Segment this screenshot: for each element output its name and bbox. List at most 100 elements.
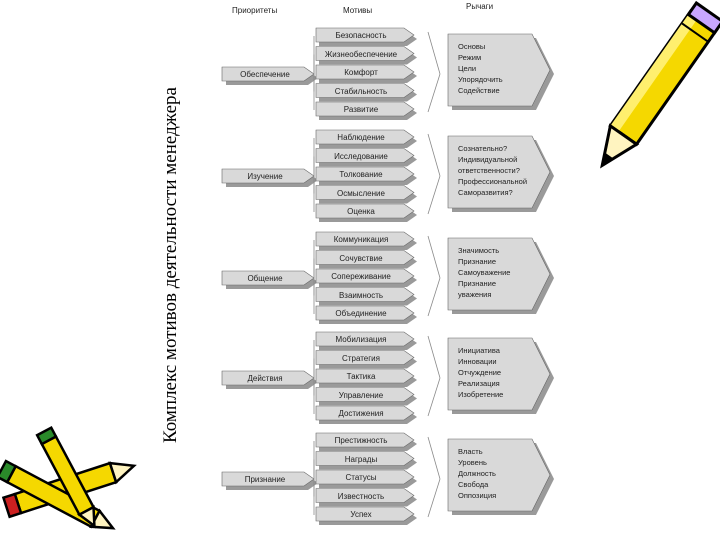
lever-label: Саморазвития?: [458, 188, 513, 197]
lever-label: Уровень: [458, 458, 487, 467]
motive-label: Толкование: [339, 170, 383, 179]
motive-label: Жизнеобеспечение: [324, 49, 398, 59]
lever-label: уважения: [458, 290, 492, 299]
priority-arrow: [221, 471, 315, 487]
motive-label: Стратегия: [342, 353, 380, 363]
brace-line: [427, 31, 441, 75]
lever-label: Сознательно?: [458, 144, 508, 153]
pencils-icon: [0, 425, 137, 530]
priority-arrow: [221, 66, 315, 82]
priority-label: Общение: [247, 274, 283, 283]
motive-box: [315, 129, 415, 145]
lever-label: Режим: [458, 53, 482, 62]
brace-line: [427, 478, 441, 518]
motive-label: Комфорт: [344, 68, 378, 77]
lever-label: Отчуждение: [458, 368, 502, 377]
levers-box: [447, 237, 551, 311]
motive-box: [315, 250, 415, 265]
motive-label: Сопереживание: [331, 272, 391, 281]
lever-label: Инициатива: [458, 346, 500, 355]
motive-label: Взаимность: [338, 290, 384, 300]
motive-label: Награды: [344, 454, 378, 464]
priority-arrow: [221, 270, 315, 286]
motive-label: Статусы: [345, 473, 377, 482]
lever-label: Упорядочить: [458, 75, 503, 84]
motive-box: [315, 83, 415, 98]
motive-label: Наблюдение: [337, 133, 385, 142]
lever-label: Должность: [458, 469, 496, 478]
brace-line: [427, 235, 441, 279]
motive-label: Коммуникация: [333, 235, 389, 244]
motive-box: [315, 405, 415, 421]
priority-label: Действия: [247, 374, 283, 383]
priority-arrow: [221, 370, 315, 386]
lever-label: Профессиональной: [458, 177, 528, 186]
brace-line: [427, 436, 441, 480]
brace-line: [427, 377, 441, 417]
motive-label: Осмысление: [337, 188, 385, 198]
motive-box: [315, 350, 415, 365]
motive-box: [315, 488, 415, 503]
levers-box: [447, 33, 551, 107]
brace-line: [427, 175, 441, 215]
motive-label: Успех: [350, 510, 372, 519]
brace-line: [427, 73, 441, 113]
motive-box: [315, 185, 415, 200]
lever-label: Изобретение: [458, 390, 504, 399]
motive-box: [315, 101, 415, 117]
motive-box: [315, 46, 415, 61]
motive-label: Сочувствие: [339, 253, 383, 263]
lever-label: Самоуважение: [458, 268, 511, 277]
motive-box: [315, 268, 415, 284]
motive-box: [315, 432, 415, 448]
motive-box: [315, 148, 415, 163]
motive-box: [315, 331, 415, 347]
lever-label: Признание: [458, 257, 497, 266]
motive-box: [315, 166, 415, 182]
motive-box: [315, 287, 415, 302]
lever-label: Основы: [458, 42, 486, 51]
motive-box: [315, 469, 415, 485]
priority-arrow: [221, 168, 315, 184]
lever-label: Реализация: [458, 379, 500, 388]
priority-label: Признание: [244, 475, 286, 484]
brace-line: [427, 335, 441, 379]
lever-label: Признание: [458, 279, 497, 288]
lever-label: Оппозиция: [458, 491, 497, 500]
brace-line: [427, 133, 441, 177]
motive-box: [315, 203, 415, 219]
lever-label: Значимость: [458, 246, 500, 255]
motive-label: Известность: [337, 491, 385, 501]
motive-label: Управление: [338, 390, 384, 400]
motive-box: [315, 506, 415, 522]
motive-box: [315, 387, 415, 402]
levers-box: [447, 438, 551, 512]
levers-box: [447, 135, 551, 209]
header-levers: Рычаги: [466, 2, 494, 11]
motive-box: [315, 368, 415, 384]
motive-label: Безопасность: [335, 31, 387, 40]
pencil-icon: [600, 0, 720, 169]
lever-label: Инновации: [458, 357, 497, 366]
motive-label: Достижения: [338, 409, 384, 418]
header-priorities: Приоритеты: [232, 6, 278, 15]
lever-label: ответственности?: [458, 166, 520, 175]
header-motives: Мотивы: [343, 6, 373, 15]
motive-label: Стабильность: [334, 86, 388, 96]
motive-label: Развитие: [343, 105, 379, 114]
motive-box: [315, 64, 415, 80]
levers-box: [447, 337, 551, 411]
motive-label: Исследование: [334, 151, 388, 161]
lever-label: Цели: [458, 64, 477, 73]
brace-line: [427, 277, 441, 317]
motive-box: [315, 231, 415, 247]
lever-label: Власть: [458, 447, 483, 456]
priority-label: Изучение: [247, 172, 283, 181]
lever-label: Содействие: [458, 86, 500, 95]
lever-label: Индивидуальной: [458, 155, 518, 164]
motive-label: Оценка: [347, 207, 375, 216]
motive-box: [315, 27, 415, 43]
motive-label: Объединение: [335, 309, 387, 318]
motive-box: [315, 305, 415, 321]
